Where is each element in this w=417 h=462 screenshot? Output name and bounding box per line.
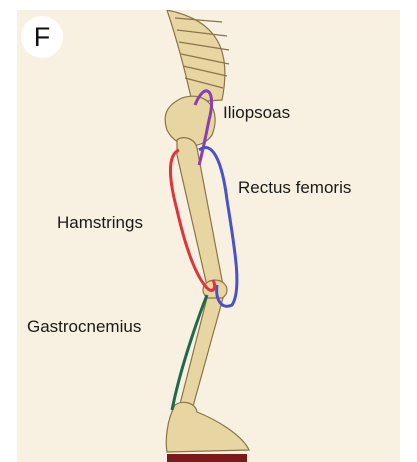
skeleton-diagram <box>17 10 400 462</box>
label-hamstrings: Hamstrings <box>57 213 143 233</box>
foot <box>166 402 249 452</box>
label-iliopsoas: Iliopsoas <box>223 103 290 123</box>
figure-panel: F Iliopsoas Rectus femoris Hamstrings Ga… <box>17 10 400 462</box>
label-rectus-femoris: Rectus femoris <box>238 178 351 198</box>
panel-letter-badge: F <box>21 16 63 58</box>
floor-block <box>167 454 247 462</box>
label-gastrocnemius: Gastrocnemius <box>27 317 141 337</box>
rib-cage <box>167 10 229 102</box>
